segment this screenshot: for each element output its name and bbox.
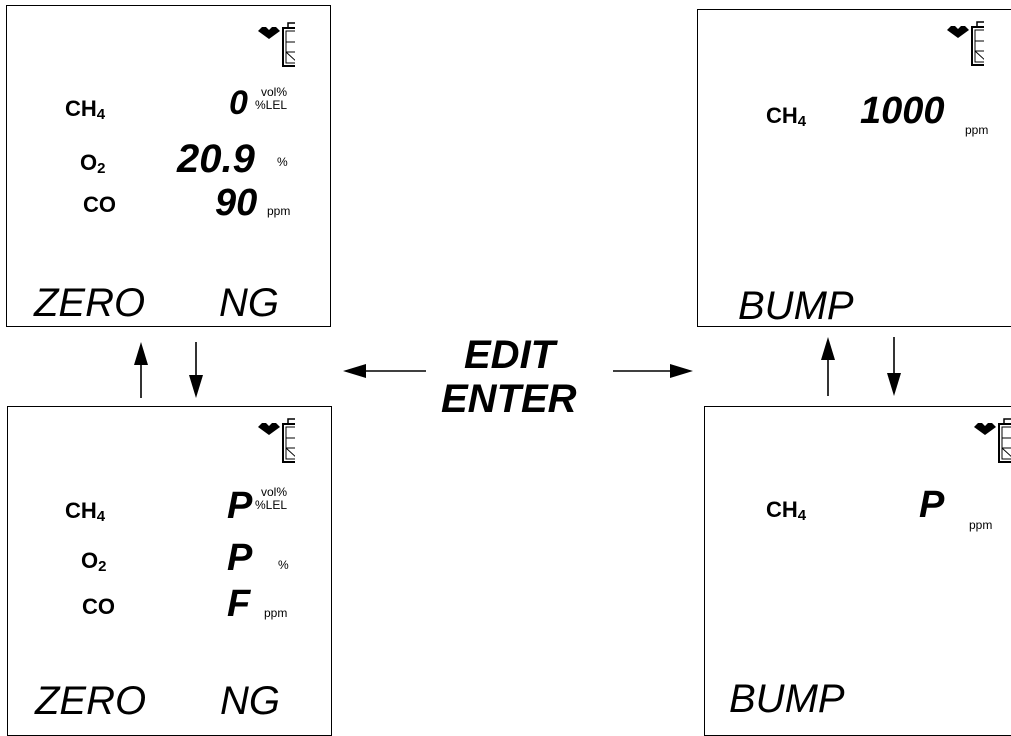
heart-icon <box>258 27 280 39</box>
bump-reading-screen: CH4 1000 ppm BUMP <box>697 9 1011 327</box>
heart-icon <box>947 26 969 38</box>
zero-reading-screen: CH4 0 vol% %LEL O2 20.9 % CO 90 ppm ZERO… <box>6 5 331 327</box>
arrow-down-right-head <box>887 373 901 396</box>
mode-label: BUMP <box>738 284 854 327</box>
mode-label: ZERO <box>34 281 146 325</box>
ch4-unit: vol% %LEL <box>255 486 287 511</box>
ch4-value: P <box>227 485 253 527</box>
gas-label-ch4: CH4 <box>65 96 106 123</box>
co-unit: ppm <box>264 606 288 620</box>
status-icons <box>257 21 295 67</box>
arrow-right-head <box>670 364 693 378</box>
enter-label: ENTER <box>441 377 577 421</box>
mode-status: NG <box>219 281 279 325</box>
gas-label-ch4: CH4 <box>766 103 807 130</box>
ch4-unit: ppm <box>965 123 989 137</box>
arrow-down-left-head <box>189 375 203 398</box>
mode-status: NG <box>220 679 280 723</box>
heart-icon <box>974 423 996 435</box>
ch4-unit: ppm <box>969 518 993 532</box>
o2-value: P <box>227 537 253 579</box>
battery-icon <box>998 418 1011 463</box>
gas-label-ch4: CH4 <box>766 497 807 524</box>
unit-vol-percent: vol% <box>261 85 288 99</box>
gas-label-ch4: CH4 <box>65 498 106 525</box>
battery-icon <box>282 22 295 67</box>
zero-result-screen: CH4 P vol% %LEL O2 P % CO F ppm ZERO NG <box>7 406 332 736</box>
ch4-value: 1000 <box>860 90 945 132</box>
gas-label-o2: O2 <box>80 150 106 177</box>
arrow-up-left-head <box>134 342 148 365</box>
unit-vol-percent: vol% <box>261 485 288 499</box>
o2-value: 20.9 <box>177 137 255 181</box>
arrow-up-right-head <box>821 337 835 360</box>
status-icons <box>973 417 1011 463</box>
o2-unit: % <box>278 558 289 572</box>
status-icons <box>946 20 984 66</box>
battery-icon <box>282 418 295 463</box>
ch4-unit: vol% %LEL <box>255 86 287 111</box>
gas-label-co: CO <box>83 192 116 217</box>
gas-label-co: CO <box>82 594 115 619</box>
edit-label: EDIT <box>464 333 556 377</box>
ch4-value: P <box>919 484 945 526</box>
gas-label-o2: O2 <box>81 548 107 575</box>
bump-result-screen: CH4 P ppm BUMP <box>704 406 1011 736</box>
status-icons <box>257 417 295 463</box>
co-unit: ppm <box>267 204 291 218</box>
arrow-left-head <box>343 364 366 378</box>
o2-unit: % <box>277 155 288 169</box>
mode-label: ZERO <box>35 679 147 723</box>
battery-icon <box>971 21 984 66</box>
co-value: F <box>227 583 251 625</box>
ch4-value: 0 <box>229 84 248 122</box>
unit-lel-percent: %LEL <box>255 497 288 512</box>
unit-lel-percent: %LEL <box>255 97 288 112</box>
heart-icon <box>258 423 280 435</box>
mode-label: BUMP <box>729 677 845 721</box>
arrow-left <box>134 337 901 398</box>
co-value: 90 <box>215 182 258 224</box>
